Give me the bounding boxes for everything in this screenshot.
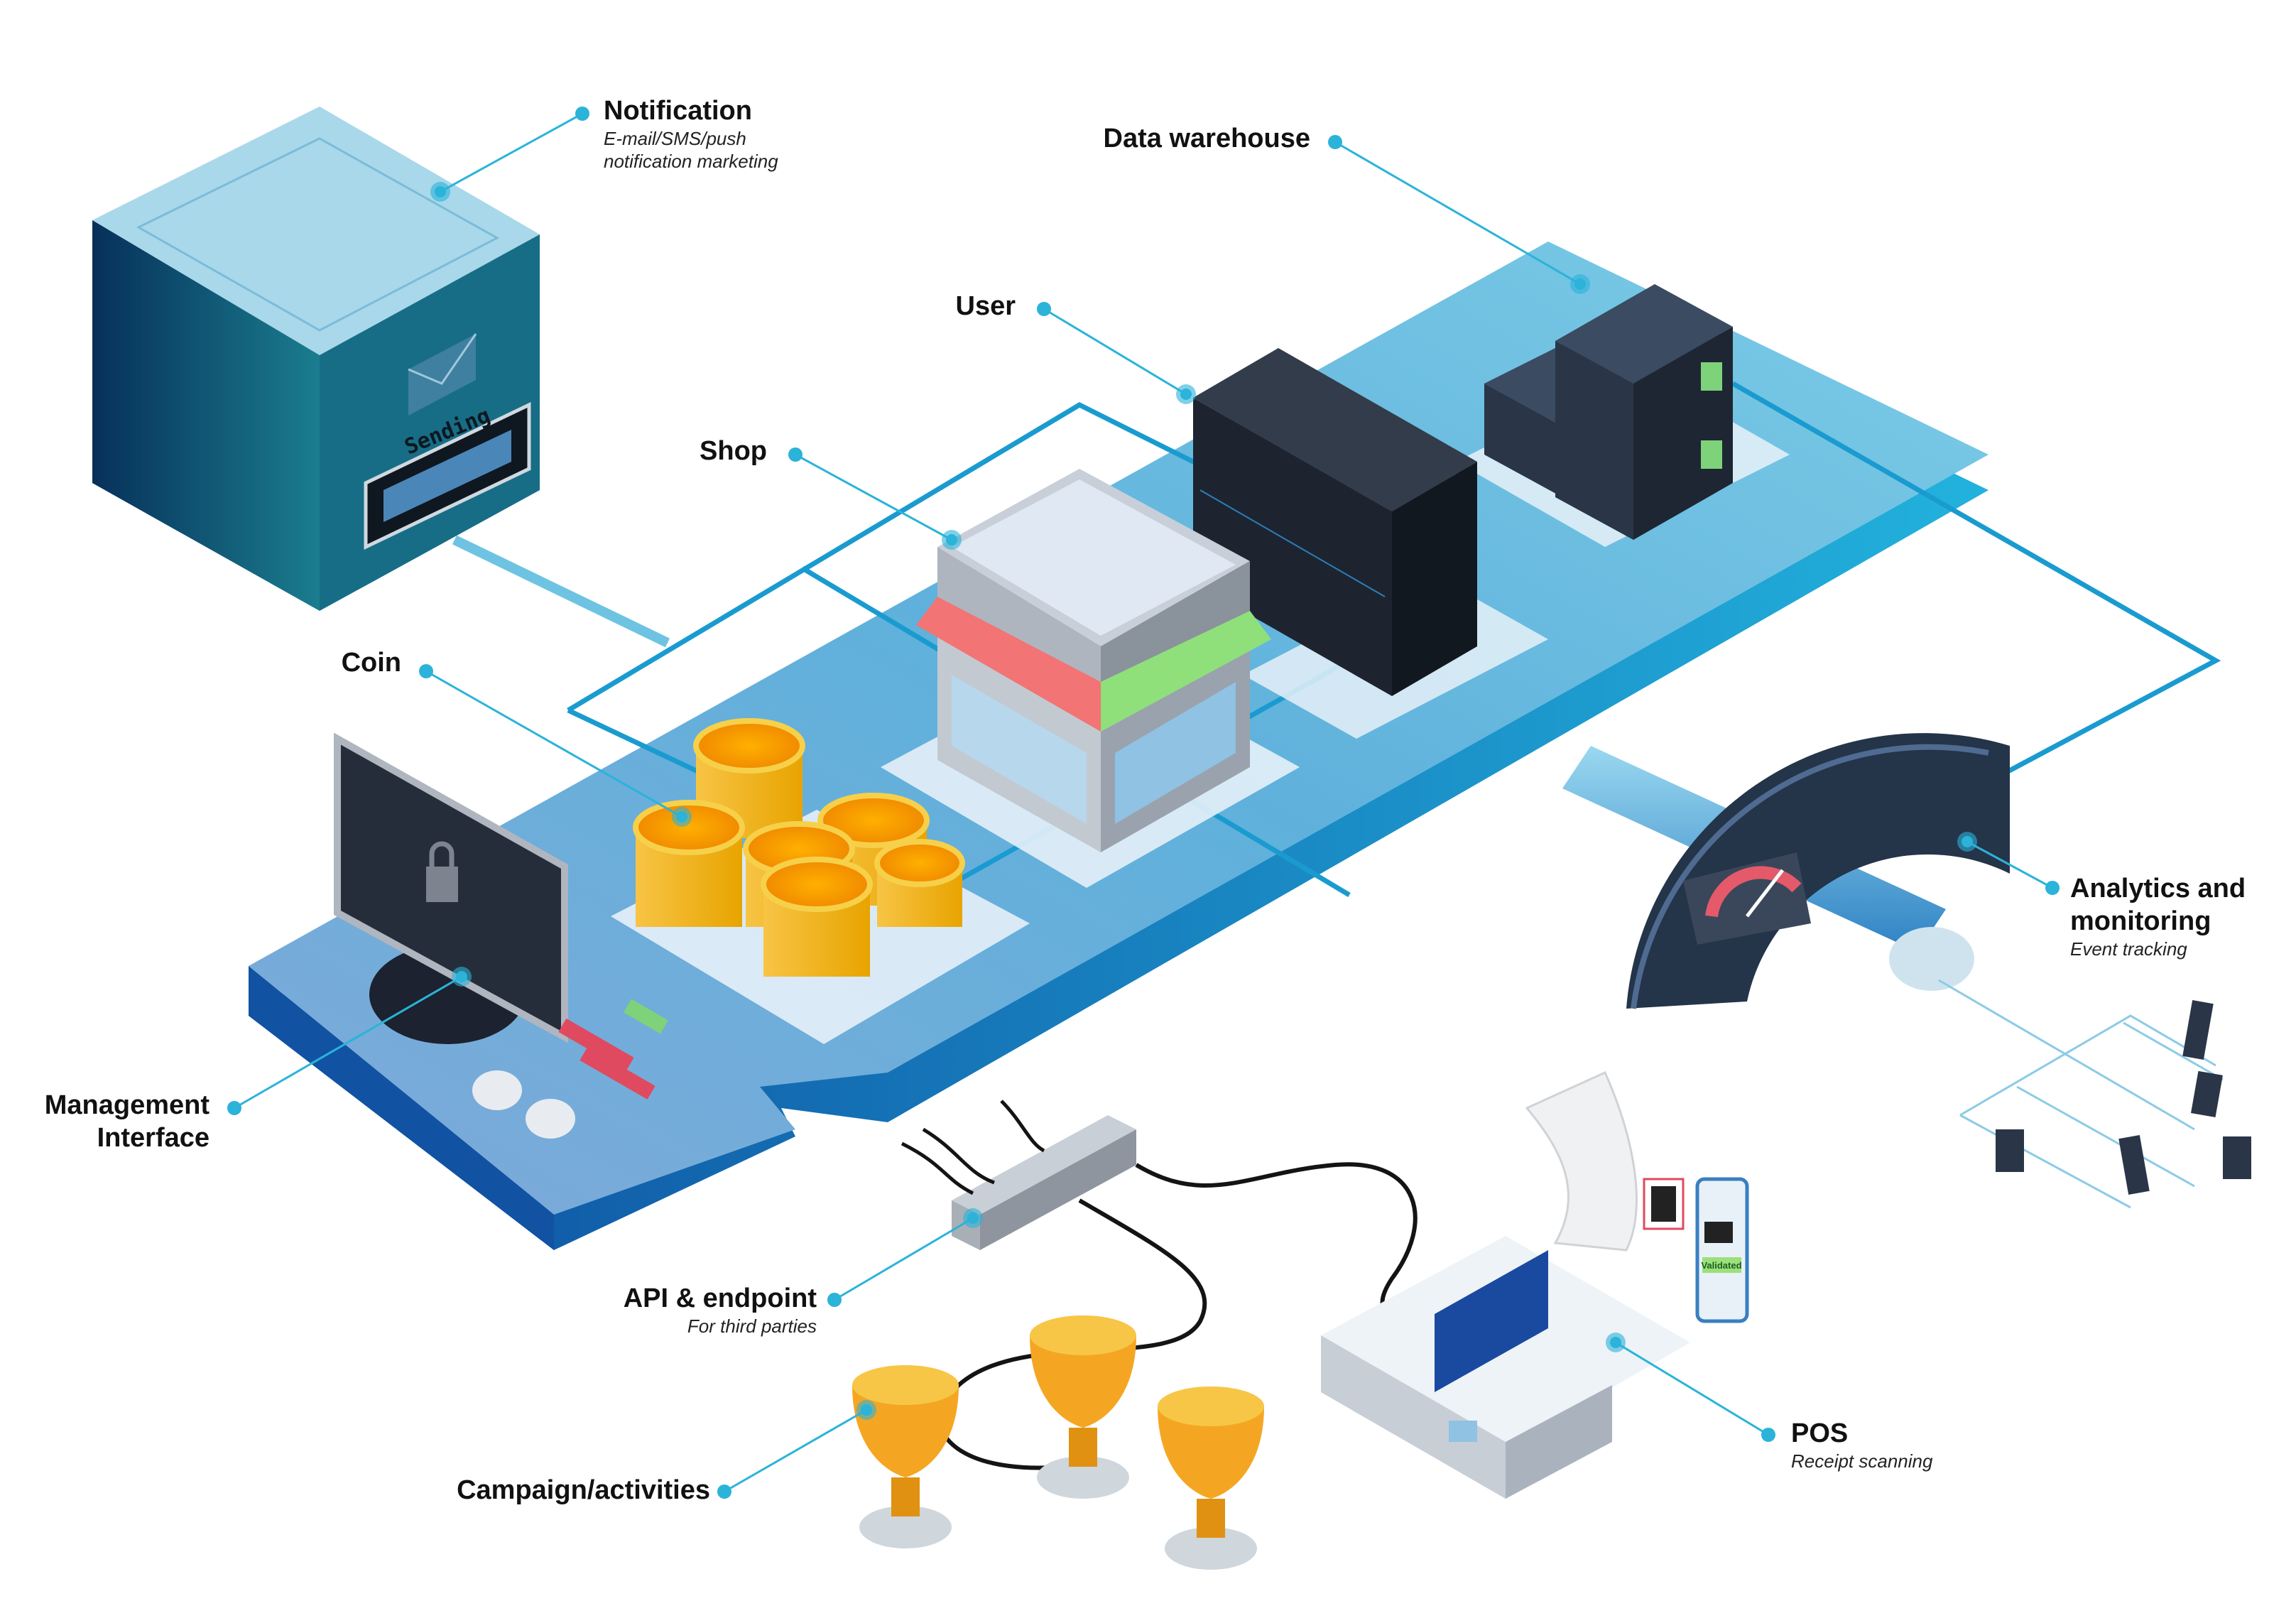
event-tracking-network [1938,979,2224,1209]
notification-cable [452,535,670,648]
receipt [1525,1071,1685,1252]
barcode-icon [1643,1178,1685,1230]
monitor-icon [1996,1000,2251,1195]
label-pos: POS Receipt scanning [1791,1418,1933,1472]
coin-stacks [633,718,965,977]
lock-icon [426,841,458,902]
label-notification: Notification E-mail/SMS/push notificatio… [604,96,778,172]
management-button [580,1046,655,1100]
server-icon [1456,284,1790,547]
phone: Validated [1695,1177,1749,1323]
label-user: User [955,291,1016,321]
analytics-arch [1562,733,2010,1009]
notification-box: Sending [92,107,540,611]
api-switch [901,1100,1422,1470]
user-server [1193,348,1548,739]
coin-icon [611,718,1030,1044]
leader-lines [234,112,2053,1493]
label-coin: Coin [341,648,401,678]
store-icon [881,469,1300,888]
gauge-icon [1683,852,1811,945]
monitor-icon [334,732,668,1139]
connection-nodes [227,107,2060,1499]
phone-badge: Validated [1701,1260,1741,1271]
sending-display [364,402,531,550]
trophy-icon [852,1315,1264,1570]
pos-building [1321,1236,1690,1499]
label-shop: Shop [700,436,767,466]
label-management-interface: Management Interface [44,1090,210,1153]
label-api-endpoint: API & endpoint For third parties [623,1283,817,1337]
management-button [624,999,668,1034]
label-campaign: Campaign/activities [457,1475,710,1505]
label-analytics: Analytics and monitoring Event tracking [2070,874,2246,960]
envelope-icon [408,333,477,416]
management-button [558,1018,634,1071]
label-data-warehouse: Data warehouse [1103,124,1310,153]
